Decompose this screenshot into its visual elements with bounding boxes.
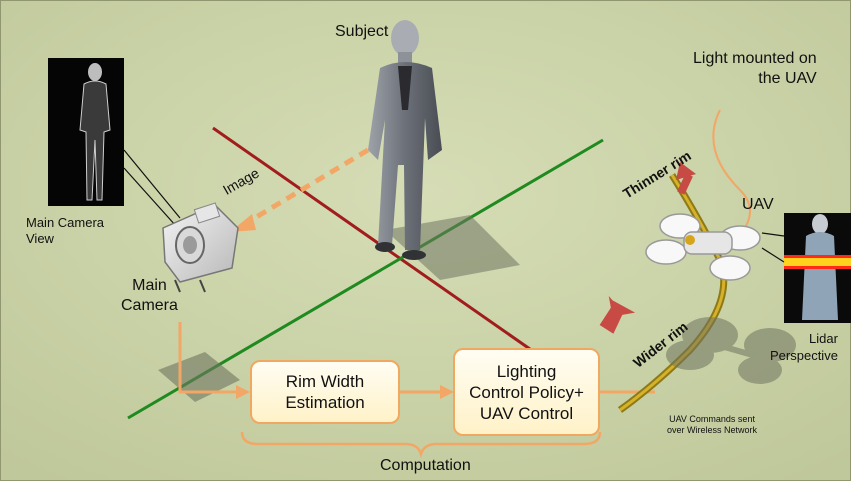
wider-rim-arrow	[599, 295, 636, 334]
rim-width-estimation-text: Rim Width Estimation	[285, 372, 365, 412]
main-camera-icon	[162, 202, 239, 293]
main-camera-view-inset	[48, 58, 181, 227]
subject-figure	[368, 20, 442, 260]
light-mounted-label: Light mounted on the UAV	[693, 50, 817, 87]
light-path-curve	[712, 109, 751, 236]
lighting-control-box: Lighting Control Policy+ UAV Control	[453, 348, 600, 436]
computation-label: Computation	[380, 457, 471, 474]
lighting-control-text: Lighting Control Policy+ UAV Control	[469, 361, 584, 423]
subject-label: Subject	[335, 23, 389, 40]
uav-icon	[645, 213, 761, 281]
rim-width-estimation-box: Rim Width Estimation	[250, 360, 400, 424]
lidar-perspective-inset	[761, 213, 851, 323]
uav-shadow	[666, 317, 796, 384]
main-camera-label: Main Camera	[121, 277, 178, 314]
lidar-perspective-label: Lidar Perspective	[770, 331, 838, 363]
computation-brace	[240, 431, 602, 459]
main-camera-view-label: Main Camera View	[26, 215, 105, 246]
commands-label: UAV Commands sent over Wireless Network	[667, 414, 758, 435]
uav-label: UAV	[742, 196, 774, 213]
thinner-rim-arrow	[676, 162, 696, 195]
